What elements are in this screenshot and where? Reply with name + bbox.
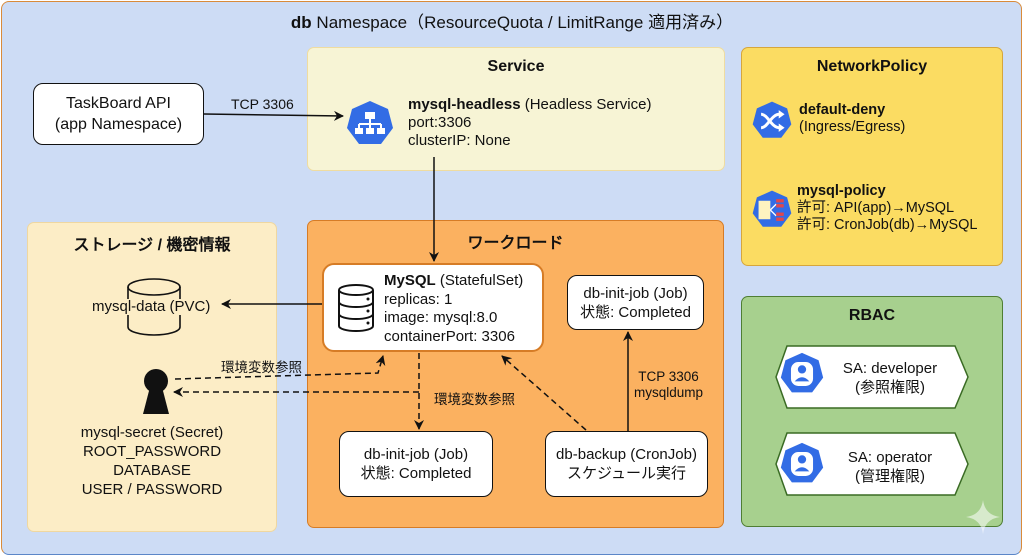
taskboard-api-node[interactable]: TaskBoard API (app Namespace)	[33, 83, 204, 145]
secret-name: mysql-secret (Secret)	[80, 424, 224, 441]
init-job-bottom-name: db-init-job (Job)	[363, 446, 469, 463]
db-backup-cronjob[interactable]: db-backup (CronJob) スケジュール実行	[545, 431, 708, 497]
mysql-policy-rule-1: 許可: API(app)→MySQL	[797, 200, 955, 216]
sa-developer-role: (参照権限)	[855, 379, 925, 396]
sa-operator-shape[interactable]	[775, 432, 969, 496]
service-icon	[347, 101, 393, 144]
mysql-policy-icon	[752, 190, 792, 227]
networkpolicy-default-deny[interactable]: default-deny (Ingress/Egress)	[799, 102, 905, 136]
service-kind: (Headless Service)	[520, 96, 652, 113]
api-edge-label: TCP 3306	[231, 96, 294, 112]
secret-key-user-password: USER / PASSWORD	[81, 481, 223, 498]
mysql-details: MySQL (StatefulSet) replicas: 1 image: m…	[384, 272, 523, 346]
backup-schedule: スケジュール実行	[567, 465, 686, 482]
backup-edge-tool: mysqldump	[634, 385, 704, 400]
sa-developer-name: SA: developer	[842, 360, 938, 377]
namespace-name: db	[290, 13, 312, 32]
secret-keyhole-icon	[143, 369, 169, 414]
sa-operator-name: SA: operator	[847, 449, 933, 466]
namespace-title: db Namespace（ResourceQuota / LimitRange …	[0, 8, 1024, 33]
mysql-secret[interactable]: mysql-secret (Secret) ROOT_PASSWORD DATA…	[40, 423, 264, 499]
storage-group-title: ストレージ / 機密情報	[73, 237, 231, 254]
mysql-policy-rule-2: 許可: CronJob(db)→MySQL	[797, 217, 978, 233]
mysql-replicas: replicas: 1	[384, 290, 453, 308]
service-cluster-ip: clusterIP: None	[408, 132, 511, 149]
mysql-headless-service[interactable]: mysql-headless (Headless Service) port:3…	[408, 96, 651, 150]
api-name: TaskBoard API	[66, 95, 171, 112]
init-job-bottom-status: 状態: Completed	[360, 465, 472, 482]
backup-edge-label: TCP 3306 mysqldump	[634, 369, 703, 401]
init-job-top-status: 状態: Completed	[580, 303, 691, 321]
default-deny-name: default-deny	[799, 102, 886, 118]
env-ref-label-init: 環境変数参照	[434, 392, 515, 407]
networkpolicy-group: NetworkPolicy	[741, 47, 1003, 266]
mysql-statefulset[interactable]: MySQL (StatefulSet) replicas: 1 image: m…	[322, 263, 544, 352]
sa-developer: SA: developer (参照権限)	[825, 359, 955, 397]
default-deny-shuffle-icon	[752, 101, 792, 138]
env-ref-label-secret: 環境変数参照	[221, 360, 302, 375]
mysql-name: MySQL	[384, 272, 436, 289]
backup-edge-protocol: TCP 3306	[638, 369, 699, 384]
pvc-mysql-data[interactable]: mysql-data (PVC)	[92, 298, 211, 315]
secret-key-database: DATABASE	[113, 462, 191, 479]
init-job-top-name: db-init-job (Job)	[583, 284, 688, 302]
db-init-job-top[interactable]: db-init-job (Job) 状態: Completed	[567, 275, 704, 330]
sa-operator: SA: operator (管理権限)	[825, 448, 955, 486]
pvc-cylinder-icon	[126, 278, 182, 336]
sa-operator-role: (管理権限)	[855, 468, 925, 485]
sparkle-icon	[966, 500, 1000, 534]
sa-developer-shape[interactable]	[775, 345, 969, 409]
sa-operator-user-icon	[780, 442, 824, 483]
sa-developer-user-icon	[780, 352, 824, 393]
namespace-subtitle: Namespace（ResourceQuota / LimitRange 適用済…	[311, 13, 734, 32]
mysql-kind: (StatefulSet)	[435, 272, 524, 289]
mysql-container-port: containerPort: 3306	[384, 327, 515, 345]
service-name: mysql-headless	[408, 96, 521, 113]
networkpolicy-group-title: NetworkPolicy	[816, 58, 928, 75]
service-group-title: Service	[487, 58, 545, 75]
database-icon	[338, 284, 374, 332]
mysql-image: image: mysql:8.0	[384, 309, 498, 326]
service-port: port:3306	[408, 114, 472, 131]
db-init-job-bottom[interactable]: db-init-job (Job) 状態: Completed	[339, 431, 493, 497]
rbac-group-title: RBAC	[848, 307, 896, 324]
secret-key-root-password: ROOT_PASSWORD	[82, 443, 222, 460]
backup-name: db-backup (CronJob)	[556, 446, 697, 463]
mysql-policy-name: mysql-policy	[797, 183, 886, 199]
networkpolicy-mysql-policy[interactable]: mysql-policy 許可: API(app)→MySQL 許可: Cron…	[797, 183, 978, 234]
default-deny-desc: (Ingress/Egress)	[799, 119, 906, 135]
workload-group-title: ワークロード	[467, 235, 564, 252]
api-namespace: (app Namespace)	[54, 116, 183, 133]
